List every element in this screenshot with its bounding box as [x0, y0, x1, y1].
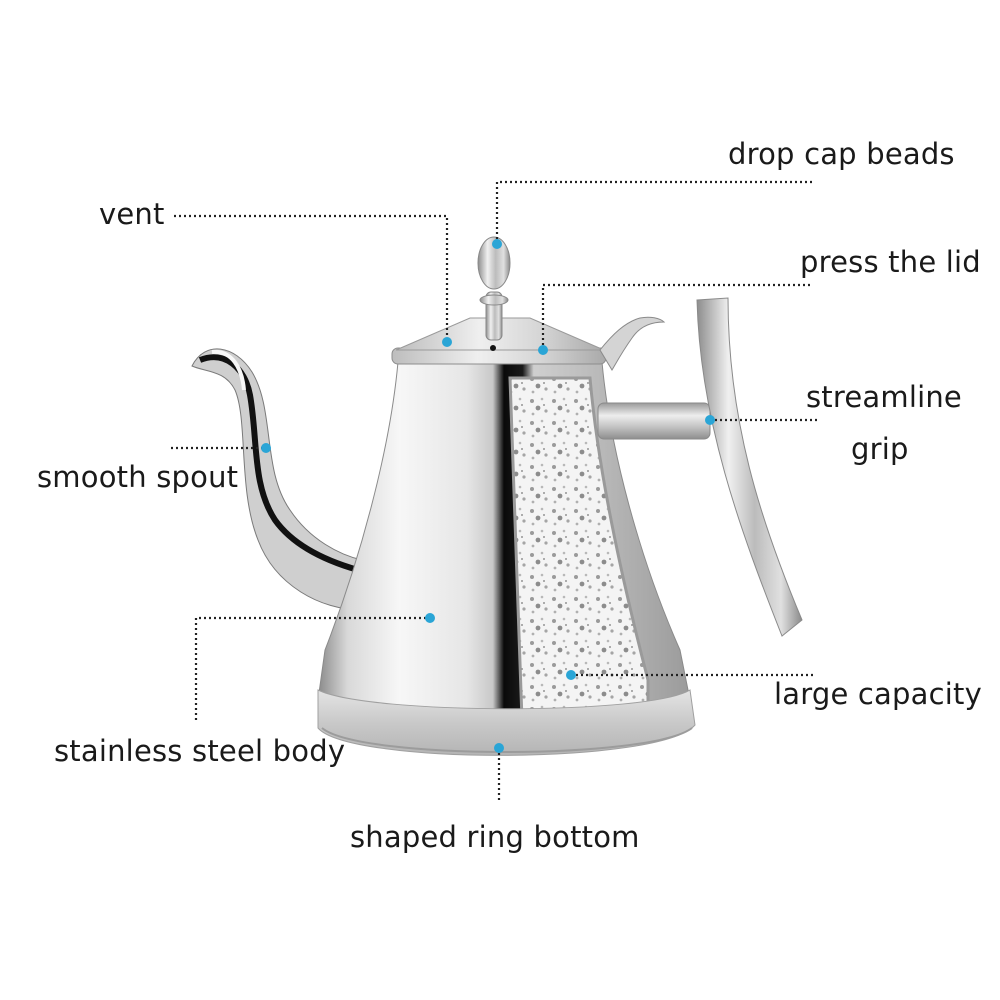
- dot-press-the-lid: [538, 345, 548, 355]
- label-vent: vent: [99, 197, 165, 231]
- label-press-the-lid: press the lid: [800, 245, 981, 279]
- leader-drop-cap-beads: [495, 180, 813, 244]
- leader-press-the-lid: [541, 283, 813, 350]
- finial: [477, 236, 511, 341]
- leader-stainless-steel-body: [194, 616, 430, 720]
- label-large-capacity: large capacity: [774, 677, 982, 711]
- dot-smooth-spout: [261, 443, 271, 453]
- label-streamline-grip-line1: streamline: [806, 380, 962, 414]
- dot-streamline-grip: [705, 415, 715, 425]
- base-ring: [317, 689, 696, 756]
- dot-large-capacity: [566, 670, 576, 680]
- label-shaped-ring-bottom: shaped ring bottom: [350, 820, 640, 854]
- leader-vent: [174, 214, 449, 342]
- dot-vent: [442, 337, 452, 347]
- dot-drop-cap-beads: [492, 239, 502, 249]
- lid-latch: [599, 316, 666, 371]
- water-window: [508, 376, 650, 722]
- callout-dots: [261, 239, 715, 753]
- dot-stainless-steel-body: [425, 613, 435, 623]
- leader-lines: [171, 180, 817, 800]
- label-stainless-steel-body: stainless steel body: [54, 734, 346, 768]
- label-smooth-spout: smooth spout: [37, 460, 239, 494]
- dot-shaped-ring-bottom: [494, 743, 504, 753]
- label-streamline-grip-line2: grip: [851, 432, 909, 466]
- label-drop-cap-beads: drop cap beads: [728, 137, 955, 171]
